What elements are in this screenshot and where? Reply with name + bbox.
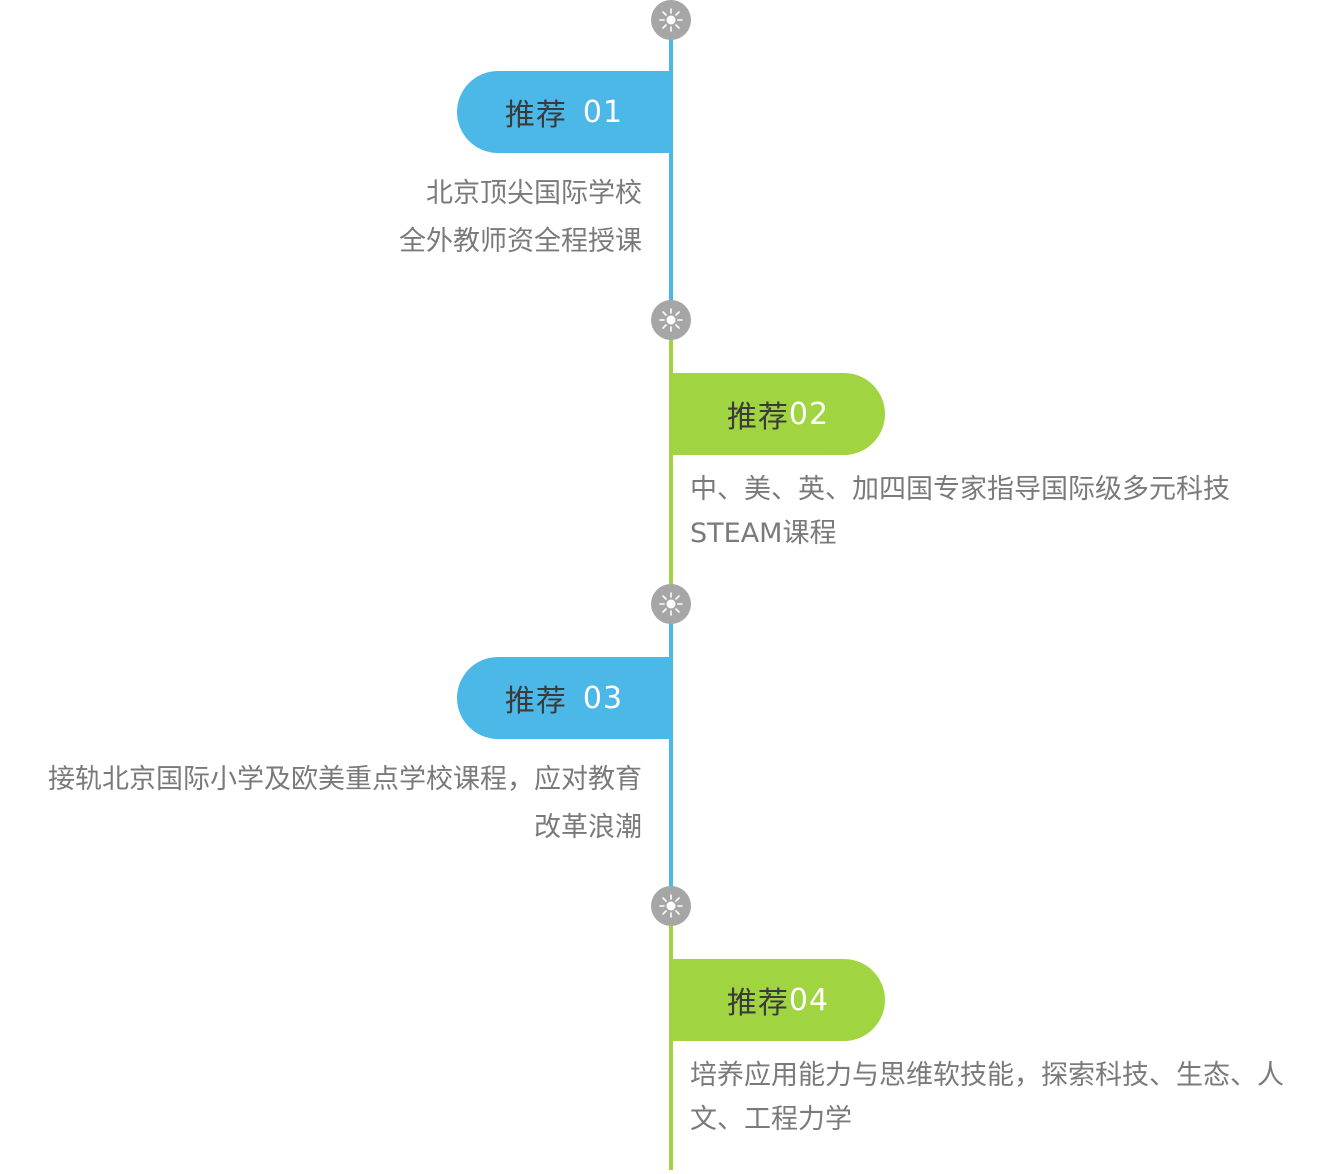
recommend-tag-word: 推荐 (726, 400, 789, 435)
recommend-description-2: 中、美、英、加四国专家指导国际级多元科技 STEAM课程 (690, 468, 1320, 556)
recommend-description-1: 北京顶尖国际学校 全外教师资全程授课 (399, 170, 642, 266)
timeline-line-segment-2 (669, 320, 673, 604)
description-line: STEAM课程 (690, 518, 837, 549)
recommend-tag-number: 01 (582, 94, 624, 130)
description-line: 文、工程力学 (690, 1104, 852, 1135)
description-line: 全外教师资全程授课 (399, 226, 642, 257)
recommend-tag-word: 推荐 (504, 98, 567, 133)
description-line: 中、美、英、加四国专家指导国际级多元科技 (690, 474, 1230, 505)
recommend-tag-number: 04 (788, 982, 830, 1018)
sun-icon (651, 886, 691, 926)
description-line: 改革浪潮 (534, 812, 642, 843)
recommend-tag-number: 02 (788, 396, 830, 432)
recommend-tag-word: 推荐 (504, 684, 567, 719)
sun-icon (651, 0, 691, 40)
recommend-tag-3: 推荐 03 (457, 657, 671, 739)
recommend-description-4: 培养应用能力与思维软技能，探索科技、生态、人 文、工程力学 (690, 1054, 1320, 1142)
recommend-description-3: 接轨北京国际小学及欧美重点学校课程，应对教育 改革浪潮 (48, 756, 642, 852)
recommend-tag-number: 03 (582, 680, 624, 716)
description-line: 培养应用能力与思维软技能，探索科技、生态、人 (690, 1060, 1284, 1091)
timeline-line-segment-1 (669, 20, 673, 320)
sun-icon (651, 300, 691, 340)
recommend-tag-word: 推荐 (726, 986, 789, 1021)
sun-icon (651, 584, 691, 624)
description-line: 接轨北京国际小学及欧美重点学校课程，应对教育 (48, 764, 642, 795)
timeline-line-segment-3 (669, 604, 673, 906)
recommend-tag-1: 推荐 01 (457, 71, 671, 153)
description-line: 北京顶尖国际学校 (426, 178, 642, 209)
